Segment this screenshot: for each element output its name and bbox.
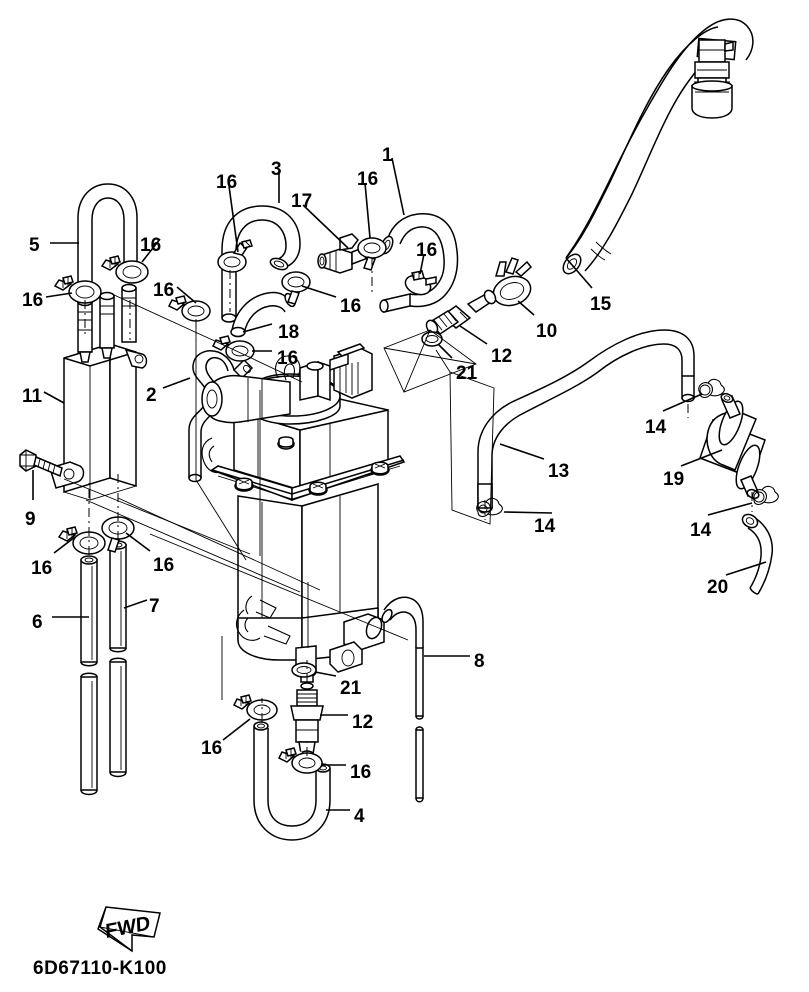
callout-16: 16 [216,172,238,193]
callout-8: 8 [474,651,485,672]
callout-16: 16 [416,240,438,261]
callout-16: 16 [277,348,299,369]
callout-17: 17 [291,191,313,212]
part-4-hose [253,721,331,841]
callout-11: 11 [22,386,43,407]
callout-21: 21 [340,678,362,699]
callout-19: 19 [663,469,685,490]
part-9-bolt [19,449,63,478]
callout-3: 3 [271,159,282,180]
flange-screws [234,436,390,496]
part-3-hose [221,205,301,323]
part-1-hose [379,213,459,313]
callout-9: 9 [25,509,36,530]
part-21-oring-lower [291,662,317,678]
callout-5: 5 [29,235,40,256]
callout-16: 16 [153,280,175,301]
part-8-hose [381,596,424,803]
callout-12: 12 [491,346,513,367]
callout-12: 12 [352,712,374,733]
fwd-arrow: FWD [58,905,168,957]
callout-15: 15 [590,294,612,315]
callout-21: 21 [456,363,478,384]
callout-16: 16 [140,235,162,256]
callout-16: 16 [201,738,223,759]
callout-2: 2 [146,385,157,406]
assembly-phantom-lines [84,258,753,756]
callout-10: 10 [536,321,558,342]
part-12-fitting-lower [290,671,324,758]
callout-18: 18 [278,322,300,343]
callout-4: 4 [354,806,365,827]
callout-16: 16 [340,296,362,317]
callout-16: 16 [31,558,53,579]
callout-14: 14 [645,417,667,438]
callout-20: 20 [707,577,729,598]
callout-16: 16 [350,762,372,783]
part-7-hose [109,540,127,778]
leader-lines [32,157,767,811]
callout-16: 16 [357,169,379,190]
part-19-fuel-filter [699,392,766,500]
callout-14: 14 [534,516,556,537]
part-11-vapor-separator-tank [49,342,148,501]
part-6-hose [80,555,98,796]
part-16-hose-clips [53,237,437,774]
callout-6: 6 [32,612,43,633]
main-pump-assembly [201,343,406,678]
part-20-hose [741,513,774,595]
callout-14: 14 [690,520,712,541]
part-number-label: 6D67110-K100 [33,958,167,979]
callout-1: 1 [382,145,393,166]
part-10-clamp-band [492,257,533,307]
part-15-hose [562,18,754,275]
part-14-wire-clips [476,378,779,517]
callout-13: 13 [548,461,570,482]
projection-lines [63,293,495,700]
callout-16: 16 [22,290,44,311]
callout-16: 16 [153,555,175,576]
callout-7: 7 [149,596,160,617]
